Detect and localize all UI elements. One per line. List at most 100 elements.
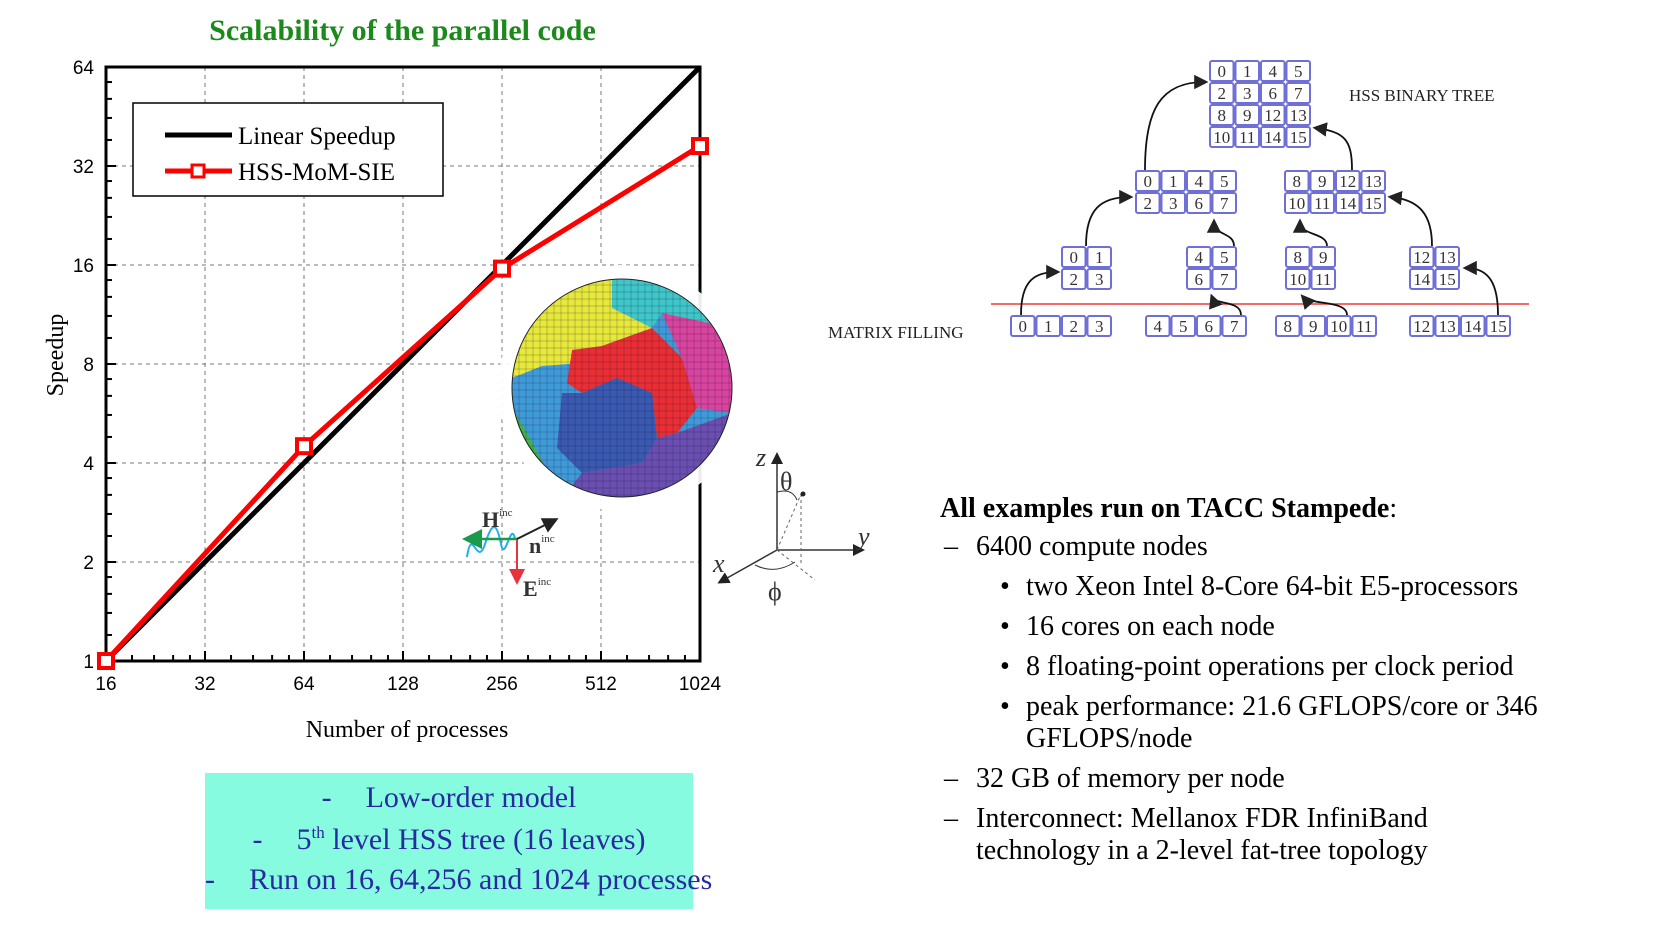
tree-cell-label: 10 bbox=[1288, 194, 1305, 213]
tree-cell-label: 2 bbox=[1218, 84, 1227, 103]
tree-cell bbox=[1186, 170, 1212, 192]
tree-cell bbox=[1086, 268, 1112, 290]
n-inc-label: ninc bbox=[529, 533, 555, 558]
tree-cell-label: 8 bbox=[1294, 248, 1303, 267]
tree-cell bbox=[1209, 126, 1235, 148]
e-inc-label-sup: inc bbox=[538, 576, 552, 588]
spec-item: technology in a 2-level fat-tree topolog… bbox=[976, 837, 1428, 865]
tree-cell bbox=[1196, 315, 1222, 337]
legend-box bbox=[132, 102, 444, 197]
y-label: y bbox=[855, 522, 870, 551]
tree-cell-label: 14 bbox=[1264, 128, 1282, 147]
legend-marker bbox=[190, 163, 206, 179]
tree-cell-label: 14 bbox=[1464, 317, 1482, 336]
legend-label: Linear Speedup bbox=[238, 123, 396, 150]
tree-cell bbox=[1409, 246, 1435, 268]
tree-cell bbox=[1035, 315, 1061, 337]
tree-cell bbox=[1260, 104, 1286, 126]
tree-cell bbox=[1310, 246, 1336, 268]
sphere-mesh-figure bbox=[498, 265, 746, 511]
spec-item: •8 floating-point operations per clock p… bbox=[1000, 653, 1514, 681]
info-line-3: -Run on 16, 64,256 and 1024 processes bbox=[205, 863, 712, 897]
tree-cell-label: 12 bbox=[1264, 106, 1281, 125]
phi-projection-line bbox=[776, 549, 816, 581]
tree-cell-label: 12 bbox=[1339, 172, 1356, 191]
tree-cell bbox=[1086, 246, 1112, 268]
y-tick-label: 4 bbox=[83, 454, 94, 475]
tree-cell bbox=[1409, 315, 1435, 337]
z-label: z bbox=[755, 443, 766, 472]
tree-cell bbox=[1351, 315, 1377, 337]
tree-cell-label: 4 bbox=[1195, 248, 1204, 267]
spec-item: –6400 compute nodes bbox=[944, 533, 1208, 561]
bullet-marker: • bbox=[1000, 611, 1010, 642]
tree-cell bbox=[1485, 315, 1511, 337]
spec-text: GFLOPS/node bbox=[1026, 723, 1193, 754]
tree-cell-label: 6 bbox=[1195, 194, 1204, 213]
tree-cell-label: 6 bbox=[1195, 270, 1204, 289]
y-axis-label: Speedup bbox=[43, 314, 69, 397]
y-tick-label: 8 bbox=[83, 355, 94, 376]
tree-cell-label: 5 bbox=[1294, 62, 1303, 81]
info-text-pre: 5 bbox=[296, 823, 312, 856]
y-tick-label: 16 bbox=[73, 256, 94, 277]
info-text-sup: th bbox=[311, 823, 325, 842]
tree-cell bbox=[1234, 126, 1260, 148]
tree-cell bbox=[1160, 192, 1186, 214]
tree-cell-label: 0 bbox=[1144, 172, 1153, 191]
tree-cell-label: 11 bbox=[1239, 128, 1255, 147]
tree-cell bbox=[1086, 315, 1112, 337]
info-line-2: -5th level HSS tree (16 leaves) bbox=[205, 823, 693, 857]
tree-cell bbox=[1170, 315, 1196, 337]
tree-cell-label: 9 bbox=[1319, 248, 1328, 267]
tree-cell bbox=[1234, 104, 1260, 126]
tree-cell bbox=[1285, 246, 1311, 268]
spec-item: –32 GB of memory per node bbox=[944, 763, 1285, 794]
tree-cell bbox=[1326, 315, 1352, 337]
tree-arrow-icon bbox=[1300, 294, 1348, 316]
spec-text: peak performance: 21.6 GFLOPS/core or 34… bbox=[1026, 691, 1538, 722]
tree-cell-label: 3 bbox=[1095, 270, 1104, 289]
data-point-marker bbox=[97, 652, 115, 670]
tree-cell-label: 13 bbox=[1439, 317, 1456, 336]
tree-cell bbox=[1434, 246, 1460, 268]
tree-cell-label: 1 bbox=[1044, 317, 1053, 336]
tree-cell bbox=[1211, 246, 1237, 268]
tree-cell-label: 14 bbox=[1339, 194, 1357, 213]
tree-cell bbox=[1209, 60, 1235, 82]
info-text: Run on 16, 64,256 and 1024 processes bbox=[249, 863, 713, 896]
tree-cell bbox=[1211, 170, 1237, 192]
spec-text: 32 GB of memory per node bbox=[976, 763, 1285, 794]
theta-arc bbox=[776, 490, 798, 501]
tree-cell-label: 2 bbox=[1070, 317, 1079, 336]
tree-cell bbox=[1135, 192, 1161, 214]
phi-label: ϕ bbox=[768, 577, 782, 606]
tree-cell-label: 14 bbox=[1413, 270, 1431, 289]
tree-cell bbox=[1061, 315, 1087, 337]
legend-label: HSS-MoM-SIE bbox=[238, 159, 395, 186]
tree-arrow-icon bbox=[1206, 218, 1235, 247]
tree-cell-label: 0 bbox=[1218, 62, 1227, 81]
dash-marker: – bbox=[944, 763, 958, 794]
e-inc-label: Einc bbox=[523, 576, 551, 601]
x-tick-label: 64 bbox=[293, 674, 315, 695]
x-tick-label: 32 bbox=[194, 674, 215, 695]
spec-text: Interconnect: Mellanox FDR InfiniBand bbox=[976, 803, 1428, 834]
tree-cell-label: 9 bbox=[1309, 317, 1318, 336]
x-label: x bbox=[712, 549, 725, 578]
tree-cell-label: 2 bbox=[1144, 194, 1153, 213]
specs-heading-colon: : bbox=[1389, 493, 1398, 524]
tree-cell bbox=[1061, 268, 1087, 290]
tree-cell-label: 15 bbox=[1439, 270, 1456, 289]
tree-cell-label: 7 bbox=[1230, 317, 1239, 336]
y-tick-label: 32 bbox=[73, 157, 94, 178]
tree-cell bbox=[1010, 315, 1036, 337]
tree-arrow-icon bbox=[1209, 293, 1242, 316]
bullet-marker: • bbox=[1000, 691, 1010, 722]
tree-cell-label: 8 bbox=[1293, 172, 1302, 191]
